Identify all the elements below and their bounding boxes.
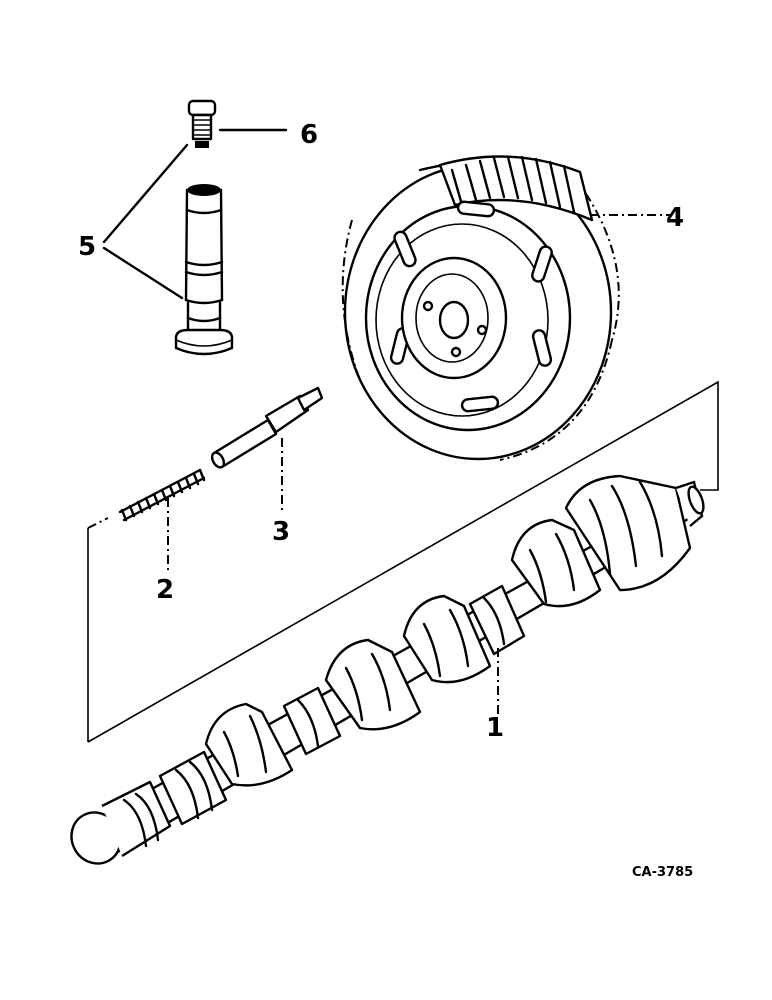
gear-hub (400, 256, 508, 380)
callout-3: 3 (272, 517, 290, 547)
plunger-pin (210, 386, 324, 469)
callout-1: 1 (486, 713, 504, 743)
lightening-holes (389, 200, 553, 413)
valve-body (174, 184, 234, 356)
camshaft (70, 474, 705, 865)
timing-gear (341, 155, 620, 461)
spring (118, 468, 206, 522)
assembly-bracket (87, 380, 719, 743)
assembly-bracket-dash (87, 517, 109, 529)
valve-assembly (174, 99, 234, 356)
drawing-code: CA-3785 (632, 865, 693, 880)
callout-2: 2 (156, 575, 174, 605)
callout-5: 5 (78, 232, 96, 262)
gear-teeth (438, 155, 594, 222)
callout-4: 4 (666, 203, 684, 233)
plug (187, 99, 217, 148)
leader-lines-5-6 (102, 128, 288, 300)
callout-6: 6 (300, 120, 318, 150)
